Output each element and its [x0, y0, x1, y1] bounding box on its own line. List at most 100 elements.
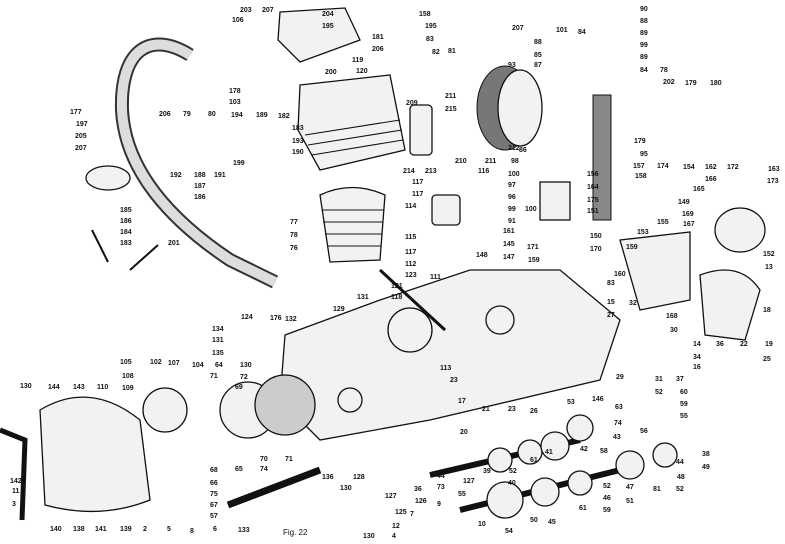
kickstart-shaft [226, 466, 322, 509]
part-number-label: 95 [640, 151, 648, 158]
part-number-label: 21 [482, 406, 490, 413]
piston [431, 194, 461, 226]
part-number-label: 162 [705, 164, 717, 171]
air-filter-cover [497, 69, 543, 147]
part-number-label: 172 [727, 164, 739, 171]
part-number-label: 93 [508, 62, 516, 69]
part-number-label: 117 [412, 191, 423, 198]
part-number-label: 65 [235, 466, 243, 473]
part-number-label: 127 [385, 493, 397, 500]
part-number-label: 175 [587, 197, 599, 204]
part-number-label: 200 [325, 69, 337, 76]
part-number-label: 7 [410, 511, 414, 518]
part-number-label: 56 [640, 428, 648, 435]
part-number-label: 138 [73, 526, 85, 533]
part-number-label: 40 [508, 480, 516, 487]
engine-parts-illustration [0, 7, 766, 521]
part-number-label: 79 [183, 111, 191, 118]
clutch-basket [254, 374, 316, 436]
part-number-label: 148 [476, 252, 488, 259]
part-number-label: 23 [450, 377, 458, 384]
part-number-label: 143 [73, 384, 85, 391]
part-number-label: 177 [70, 109, 82, 116]
part-number-label: 128 [353, 474, 365, 481]
part-number-label: 117 [412, 179, 423, 186]
part-number-label: 52 [655, 389, 663, 396]
part-number-label: 100 [508, 171, 520, 178]
part-number-label: 12 [392, 523, 400, 530]
part-number-label: 46 [603, 495, 611, 502]
part-number-label: 87 [534, 62, 542, 69]
part-number-label: 202 [663, 79, 675, 86]
part-number-label: 90 [640, 6, 648, 13]
part-number-label: 169 [682, 211, 694, 218]
bearing [387, 307, 433, 353]
part-number-label: 104 [192, 362, 204, 369]
part-number-label: 110 [97, 384, 108, 391]
bearing [337, 387, 363, 413]
part-number-label: 204 [322, 11, 334, 18]
part-number-label: 26 [530, 408, 538, 415]
part-number-label: 60 [680, 389, 688, 396]
figure-caption: Fig. 22 [283, 528, 308, 537]
part-number-label: 85 [534, 52, 542, 59]
part-number-label: 189 [256, 112, 268, 119]
part-number-label: 174 [657, 163, 669, 170]
part-number-label: 74 [614, 420, 622, 427]
part-number-label: 19 [765, 341, 773, 348]
part-number-label: 149 [678, 199, 690, 206]
part-number-label: 140 [50, 526, 62, 533]
flywheel-cover [714, 207, 766, 253]
part-number-label: 61 [530, 457, 538, 464]
part-number-label: 14 [693, 341, 701, 348]
part-number-label: 158 [635, 173, 647, 180]
part-number-label: 190 [292, 149, 304, 156]
side-cover-right [699, 269, 761, 341]
part-number-label: 165 [693, 186, 705, 193]
part-number-label: 16 [693, 364, 701, 371]
part-number-label: 179 [685, 80, 697, 87]
gear [567, 470, 593, 496]
part-number-label: 113 [440, 365, 451, 372]
part-number-label: 178 [229, 88, 241, 95]
part-number-label: 211 [485, 158, 496, 165]
part-number-label: 58 [600, 448, 608, 455]
part-number-label: 206 [372, 46, 384, 53]
carburettor [409, 104, 433, 156]
part-number-label: 51 [626, 498, 634, 505]
part-number-label: 30 [670, 327, 678, 334]
part-number-label: 101 [556, 27, 568, 34]
part-number-label: 131 [212, 337, 224, 344]
part-number-label: 214 [403, 168, 415, 175]
exhaust-flange [85, 165, 131, 191]
part-number-label: 44 [676, 459, 684, 466]
gear [615, 450, 645, 480]
part-number-label: 152 [763, 251, 775, 258]
part-number-label: 102 [150, 359, 162, 366]
gears [486, 414, 678, 519]
part-number-label: 34 [693, 354, 701, 361]
part-number-label: 97 [508, 182, 516, 189]
part-number-label: 66 [210, 480, 218, 487]
part-number-label: 64 [215, 362, 223, 369]
part-number-label: 131 [357, 294, 369, 301]
part-number-label: 49 [702, 464, 710, 471]
part-number-label: 116 [478, 168, 489, 175]
crankshaft [378, 268, 447, 332]
part-number-label: 183 [292, 125, 304, 132]
part-number-label: 71 [210, 373, 218, 380]
part-number-label: 91 [508, 218, 516, 225]
part-number-label: 181 [372, 34, 384, 41]
gear [652, 442, 678, 468]
cylinder-head [297, 74, 406, 171]
part-number-label: 15 [607, 299, 615, 306]
part-number-label: 158 [419, 11, 431, 18]
part-number-label: 100 [525, 206, 537, 213]
part-number-label: 187 [194, 183, 206, 190]
part-number-label: 136 [322, 474, 334, 481]
part-number-label: 176 [270, 315, 282, 322]
part-number-label: 74 [260, 466, 268, 473]
part-number-label: 2 [143, 526, 147, 533]
part-number-label: 186 [120, 218, 132, 225]
